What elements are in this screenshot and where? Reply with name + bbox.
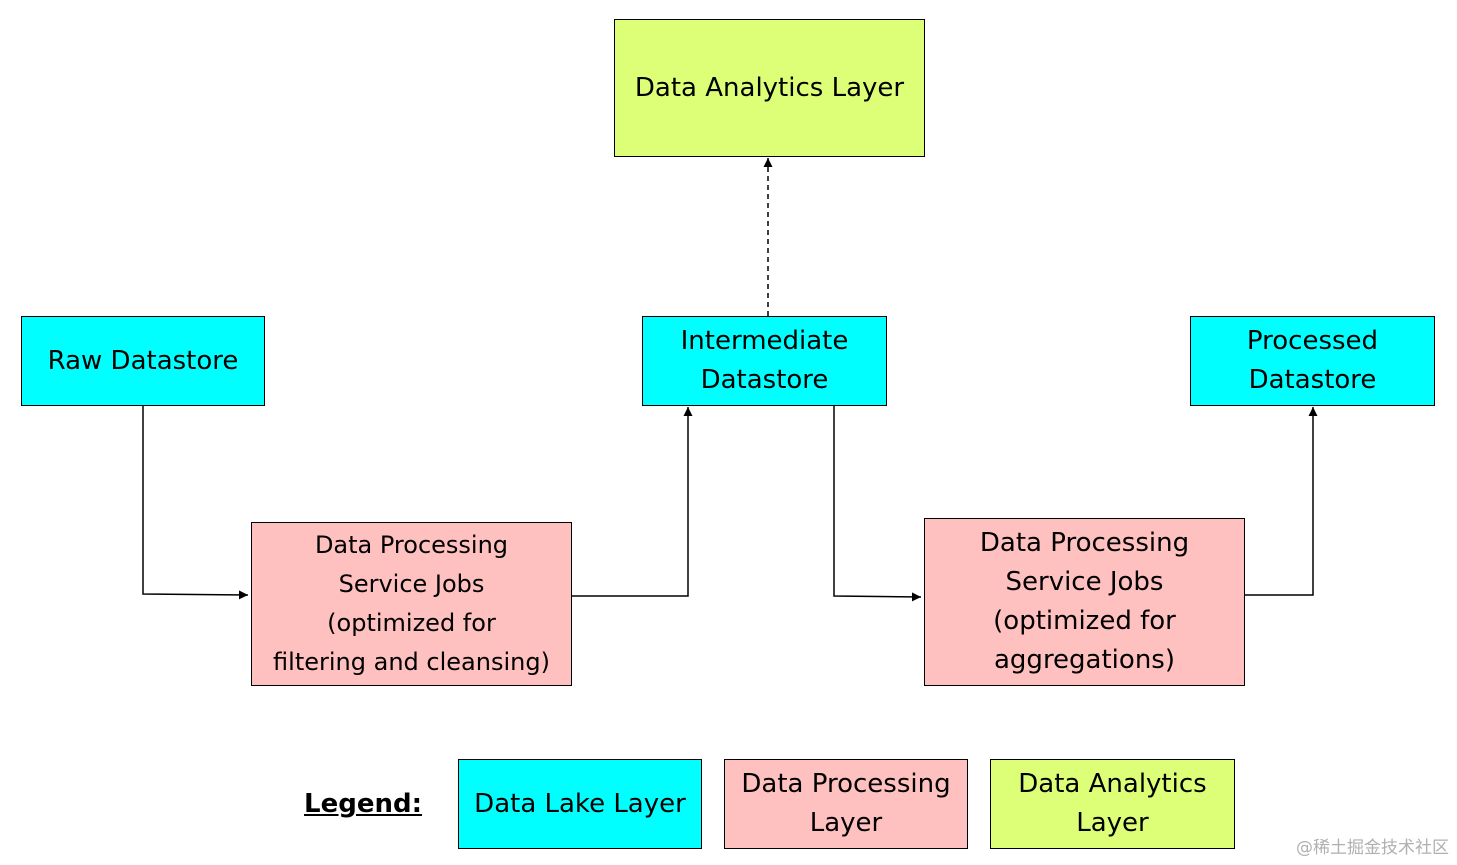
node-label: Data Analytics Layer [634, 72, 905, 103]
node-label: Raw Datastore [47, 345, 239, 376]
filter-processing-jobs-node: Data Processing Service Jobs (optimized … [251, 522, 572, 686]
watermark-text: @稀土掘金技术社区 [1296, 838, 1449, 858]
processed-datastore-node: Processed Datastore [1190, 316, 1435, 406]
node-label: Data Processing Service Jobs (optimized … [273, 531, 550, 676]
legend-item-label: Data Analytics Layer [1018, 769, 1207, 838]
legend-data-analytics-layer: Data Analytics Layer [990, 759, 1235, 849]
edge-filter-jobs-to-intermediate [572, 407, 693, 597]
legend-item-label: Data Processing Layer [741, 769, 951, 838]
intermediate-datastore-node: Intermediate Datastore [642, 316, 887, 406]
legend-data-lake-layer: Data Lake Layer [458, 759, 702, 849]
node-label: Data Processing Service Jobs (optimized … [979, 528, 1190, 675]
legend-data-processing-layer: Data Processing Layer [724, 759, 968, 849]
edge-raw-to-filter-jobs [142, 406, 249, 600]
aggregation-processing-jobs-node: Data Processing Service Jobs (optimized … [924, 518, 1245, 686]
node-label: Processed Datastore [1246, 326, 1379, 395]
edge-agg-jobs-to-processed [1245, 407, 1318, 596]
raw-datastore-node: Raw Datastore [21, 316, 265, 406]
data-analytics-layer-node: Data Analytics Layer [614, 19, 925, 157]
edge-intermediate-to-agg-jobs [833, 406, 922, 602]
node-label: Intermediate Datastore [680, 326, 849, 395]
legend-title: Legend: [304, 789, 422, 819]
legend-item-label: Data Lake Layer [474, 788, 686, 819]
